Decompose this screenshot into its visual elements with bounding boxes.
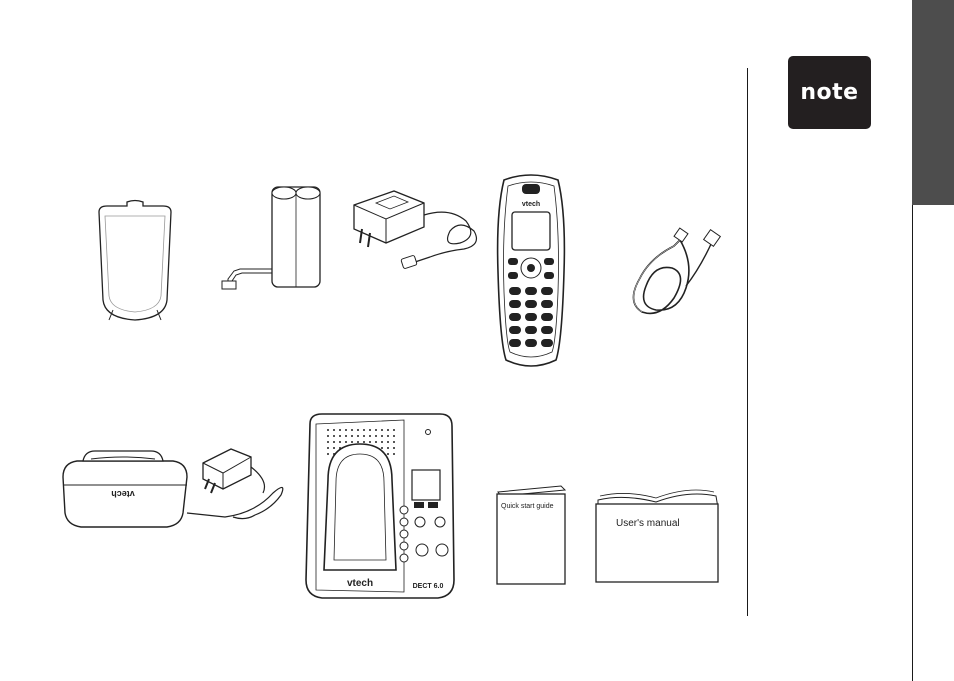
charger-illustration: vtech: [55, 445, 295, 537]
telephone-base-illustration: vtech DECT 6.0: [300, 410, 460, 606]
side-tab-marker: [912, 0, 954, 205]
battery-pack-illustration: [220, 183, 330, 295]
base-dect-text: DECT 6.0: [413, 583, 444, 590]
users-manual-illustration: User's manual: [594, 486, 722, 584]
telephone-line-cord-illustration: [620, 228, 730, 320]
users-manual-title: User's manual: [616, 518, 680, 529]
column-divider: [747, 68, 748, 616]
quick-start-guide-title: Quick start guide: [501, 503, 554, 510]
handset-illustration: vtech: [494, 172, 568, 372]
note-badge: note: [788, 56, 871, 129]
charger-brand-text: vtech: [111, 489, 135, 499]
quick-start-guide-illustration: Quick start guide: [495, 482, 570, 586]
power-adapter-illustration: [350, 185, 485, 275]
handset-brand-text: vtech: [522, 201, 540, 208]
base-brand-text: vtech: [347, 578, 373, 589]
belt-clip-illustration: [95, 200, 175, 325]
